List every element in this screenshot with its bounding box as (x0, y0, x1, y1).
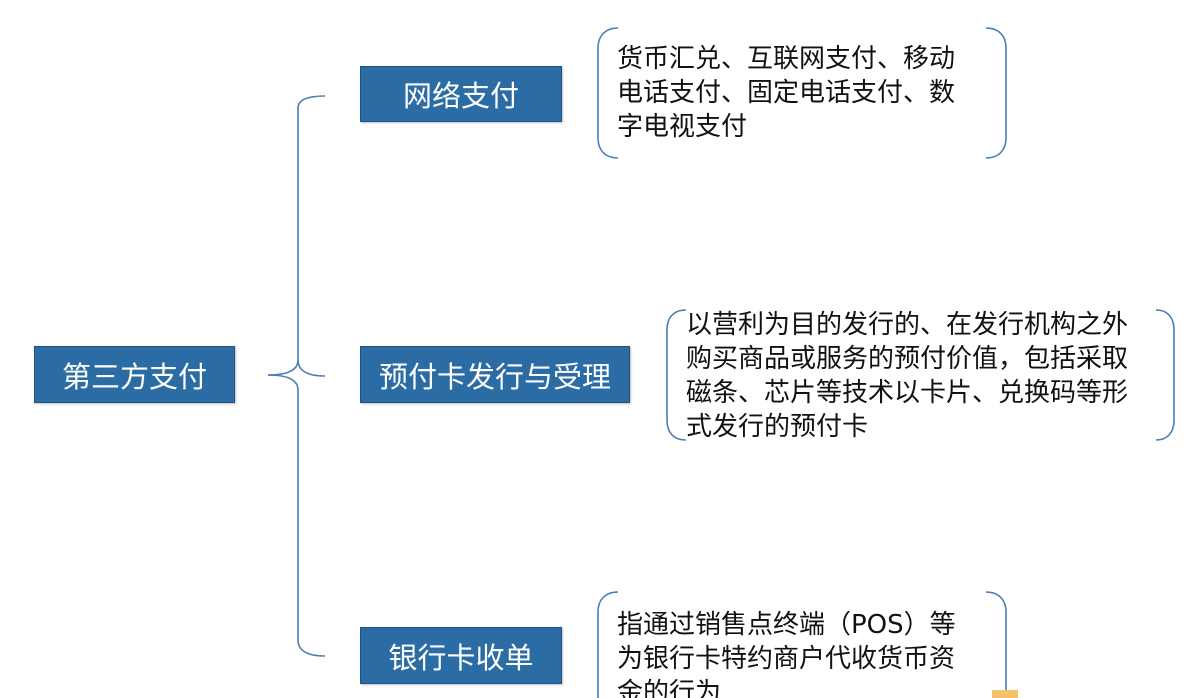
description-line: 字电视支付 (617, 112, 748, 142)
branch-node-bank-card-acquiring: 银行卡收单 (360, 627, 562, 684)
description-line: 磁条、芯片等技术以卡片、兑换码等形 (686, 378, 1129, 408)
description-line: 以营利为目的发行的、在发行机构之外 (686, 310, 1129, 340)
description-line: 货币汇兑、互联网支付、移动 (617, 44, 956, 74)
branch-label: 预付卡发行与受理 (378, 359, 611, 394)
branch-node-prepaid-card: 预付卡发行与受理 (360, 346, 630, 403)
branch-label: 网络支付 (402, 79, 519, 113)
description-line: 式发行的预付卡 (686, 412, 869, 442)
description-prepaid-card: 以营利为目的发行的、在发行机构之外 购买商品或服务的预付价值，包括采取 磁条、芯… (686, 308, 1172, 444)
description-bank-card-acquiring: 指通过销售点终端（POS）等 为银行卡特约商户代收货币资 金的行为 (617, 608, 997, 698)
description-line: 金的行为 (617, 678, 722, 698)
description-network-payment: 货币汇兑、互联网支付、移动 电话支付、固定电话支付、数 字电视支付 (617, 42, 997, 144)
branch-node-network-payment: 网络支付 (360, 66, 562, 122)
root-node: 第三方支付 (34, 346, 235, 403)
corner-decoration (992, 690, 1018, 698)
description-line: 电话支付、固定电话支付、数 (617, 78, 956, 108)
description-line: 指通过销售点终端（POS）等 (617, 610, 956, 640)
root-label: 第三方支付 (61, 359, 207, 394)
branch-label: 银行卡收单 (388, 640, 534, 675)
description-line: 为银行卡特约商户代收货币资 (617, 644, 956, 674)
description-line: 购买商品或服务的预付价值，包括采取 (686, 344, 1129, 374)
